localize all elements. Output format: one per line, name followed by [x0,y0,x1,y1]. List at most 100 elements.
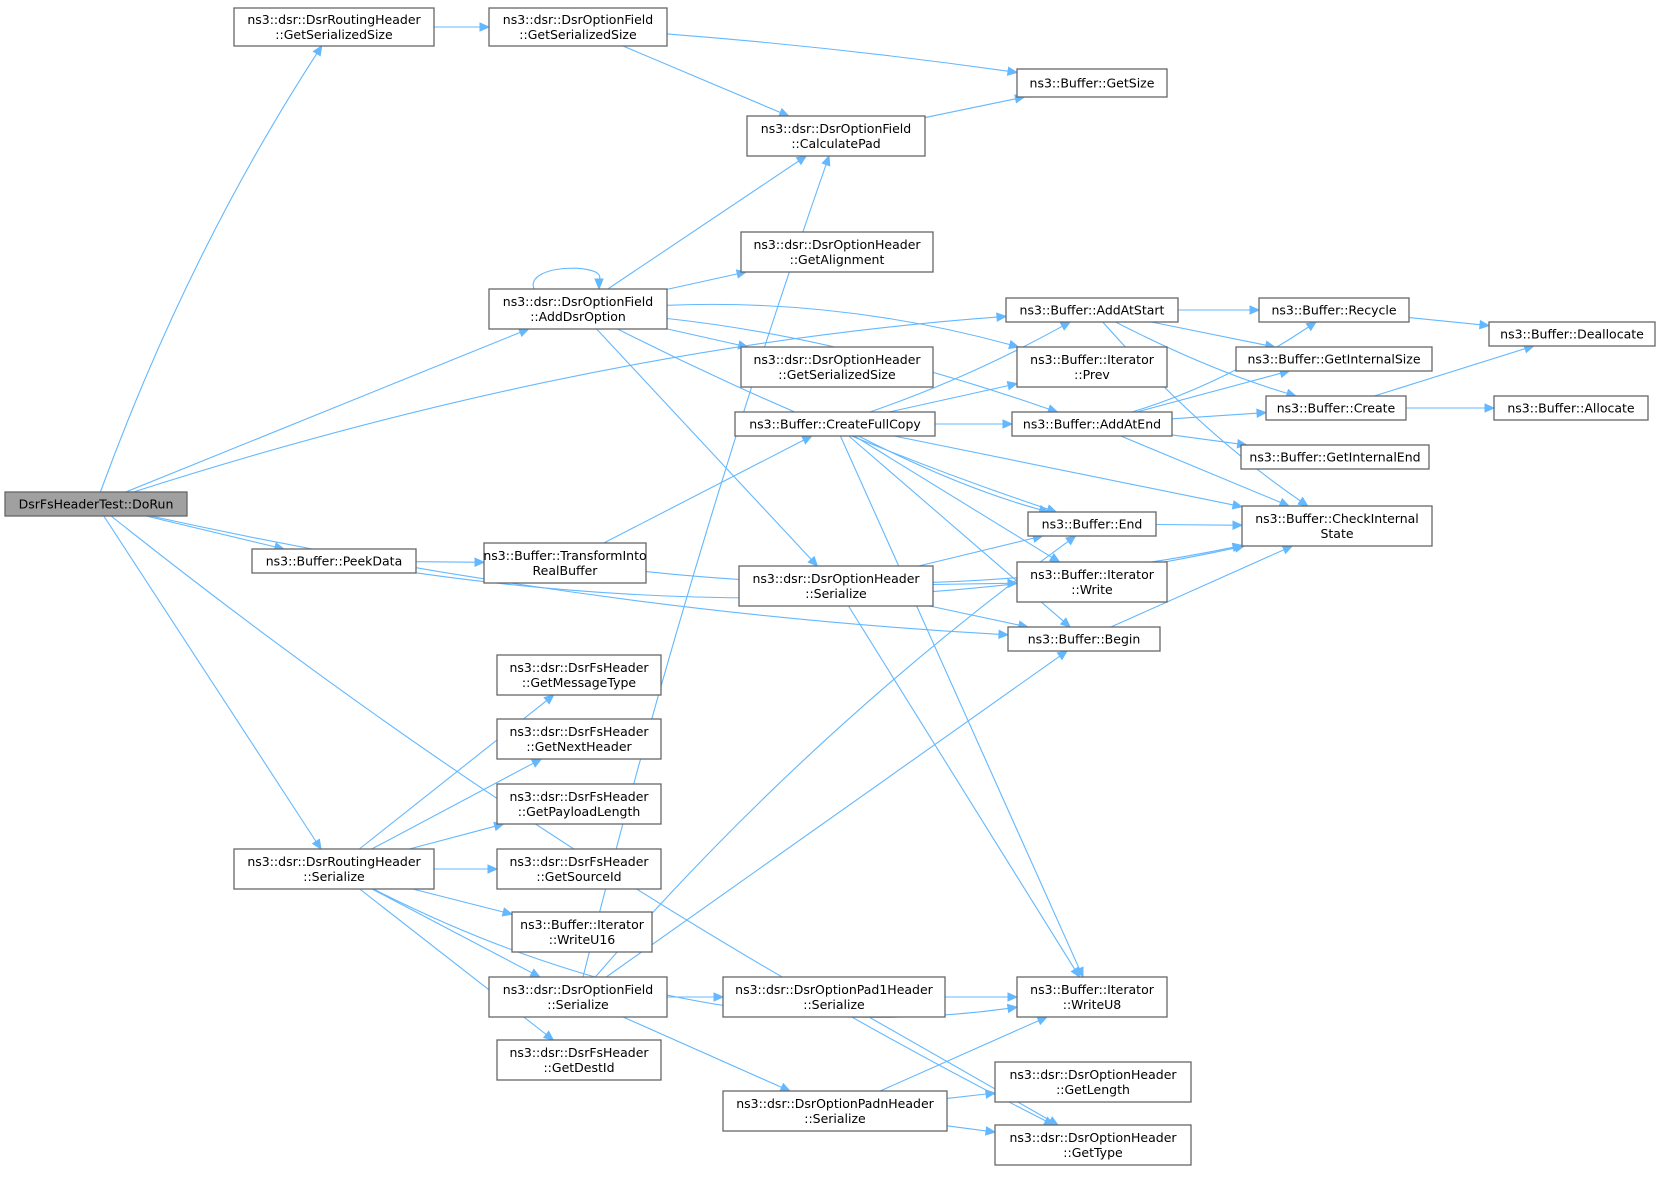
node-fs_srcid[interactable]: ns3::dsr::DsrFsHeader::GetSourceId [496,848,662,890]
node-box-buf_getintsize[interactable] [1235,346,1433,372]
node-box-oh_getser[interactable] [740,346,934,388]
node-label-oh_serialize-1: ::Serialize [805,586,867,601]
node-buf_recycle[interactable]: ns3::Buffer::Recycle [1258,297,1410,323]
node-box-of_getsize[interactable] [488,7,668,47]
node-label-buf_check-0: ns3::Buffer::CheckInternal [1255,511,1419,526]
node-buf_peek[interactable]: ns3::Buffer::PeekData [251,548,417,574]
node-box-pad1_serialize[interactable] [722,976,946,1018]
node-fs_nexthdr[interactable]: ns3::dsr::DsrFsHeader::GetNextHeader [496,718,662,760]
node-of_calcpad[interactable]: ns3::dsr::DsrOptionField::CalculatePad [746,115,926,157]
node-buf_end[interactable]: ns3::Buffer::End [1027,511,1157,537]
node-box-buf_end[interactable] [1027,511,1157,537]
node-box-of_calcpad[interactable] [746,115,926,157]
node-label-buf_dealloc-0: ns3::Buffer::Deallocate [1500,327,1644,342]
node-buf_begin[interactable]: ns3::Buffer::Begin [1007,626,1161,652]
node-box-buf_getintend[interactable] [1240,444,1430,470]
node-box-oh_getlen[interactable] [994,1061,1192,1103]
node-label-it_write-1: ::Write [1071,582,1113,597]
node-dorun[interactable]: DsrFsHeaderTest::DoRun [4,491,188,517]
node-of_getsize[interactable]: ns3::dsr::DsrOptionField::GetSerializedS… [488,7,668,47]
node-fs_msgtype[interactable]: ns3::dsr::DsrFsHeader::GetMessageType [496,654,662,696]
node-box-buf_alloc[interactable] [1493,395,1649,421]
node-rh_serialize[interactable]: ns3::dsr::DsrRoutingHeader::Serialize [233,848,435,890]
node-buf_create[interactable]: ns3::Buffer::Create [1265,395,1407,421]
node-rh_getsize[interactable]: ns3::dsr::DsrRoutingHeader::GetSerialize… [233,7,435,47]
edge-padn_serialize-to-it_writeu8 [879,1020,1039,1092]
arrowhead-buf_addend-to-buf_check [1278,497,1291,507]
node-it_prev[interactable]: ns3::Buffer::Iterator::Prev [1016,346,1168,388]
node-box-it_writeu16[interactable] [511,911,653,953]
node-box-dorun[interactable] [4,491,188,517]
node-oh_getser[interactable]: ns3::dsr::DsrOptionHeader::GetSerialized… [740,346,934,388]
edge-of_adddsr-to-of_calcpad [607,160,800,290]
node-box-of_adddsr[interactable] [488,288,668,330]
arrowhead-rh_serialize-to-it_writeu16 [501,907,514,917]
arrowhead-buf_begin-to-buf_check [1281,545,1294,555]
node-box-buf_addend[interactable] [1011,411,1173,437]
node-box-buf_addstart[interactable] [1005,297,1179,323]
node-buf_fullcopy[interactable]: ns3::Buffer::CreateFullCopy [734,411,936,437]
node-box-fs_msgtype[interactable] [496,654,662,696]
node-box-fs_destid[interactable] [496,1039,662,1081]
node-oh_gettype[interactable]: ns3::dsr::DsrOptionHeader::GetType [994,1124,1192,1166]
node-box-fs_srcid[interactable] [496,848,662,890]
node-buf_getsize[interactable]: ns3::Buffer::GetSize [1016,68,1168,98]
node-box-it_writeu8[interactable] [1016,976,1168,1018]
node-box-rh_getsize[interactable] [233,7,435,47]
node-box-fs_nexthdr[interactable] [496,718,662,760]
node-label-of_getsize-0: ns3::dsr::DsrOptionField [503,12,653,27]
edge-of_serialize-to-buf_begin [605,655,1061,978]
node-buf_getintend[interactable]: ns3::Buffer::GetInternalEnd [1240,444,1430,470]
node-buf_dealloc[interactable]: ns3::Buffer::Deallocate [1488,321,1656,347]
node-label-of_adddsr-0: ns3::dsr::DsrOptionField [503,294,653,309]
node-label-it_write-0: ns3::Buffer::Iterator [1030,567,1155,582]
node-box-oh_getalign[interactable] [740,231,934,273]
node-label-oh_getser-1: ::GetSerializedSize [778,367,896,382]
edge-rh_serialize-to-fs_nexthdr [371,762,534,850]
arrowhead-oh_serialize-to-it_writeu8 [1070,966,1081,979]
node-box-padn_serialize[interactable] [722,1090,948,1132]
node-box-buf_transform[interactable] [483,542,647,584]
node-box-buf_create[interactable] [1265,395,1407,421]
node-box-it_write[interactable] [1016,561,1168,603]
node-box-of_serialize[interactable] [488,976,668,1018]
node-pad1_serialize[interactable]: ns3::dsr::DsrOptionPad1Header::Serialize [722,976,946,1018]
node-oh_getalign[interactable]: ns3::dsr::DsrOptionHeader::GetAlignment [740,231,934,273]
node-box-oh_serialize[interactable] [738,565,934,607]
node-it_writeu8[interactable]: ns3::Buffer::Iterator::WriteU8 [1016,976,1168,1018]
node-box-it_prev[interactable] [1016,346,1168,388]
node-box-buf_recycle[interactable] [1258,297,1410,323]
node-box-buf_getsize[interactable] [1016,68,1168,98]
node-label-it_writeu8-0: ns3::Buffer::Iterator [1030,982,1155,997]
node-buf_getintsize[interactable]: ns3::Buffer::GetInternalSize [1235,346,1433,372]
node-padn_serialize[interactable]: ns3::dsr::DsrOptionPadnHeader::Serialize [722,1090,948,1132]
node-box-oh_gettype[interactable] [994,1124,1192,1166]
arrowhead-buf_fullcopy-to-buf_addend [1002,419,1014,429]
node-buf_alloc[interactable]: ns3::Buffer::Allocate [1493,395,1649,421]
node-it_write[interactable]: ns3::Buffer::Iterator::Write [1016,561,1168,603]
arrowhead-buf_fullcopy-to-buf_addstart [1059,321,1072,331]
node-box-buf_begin[interactable] [1007,626,1161,652]
node-box-buf_check[interactable] [1241,505,1433,547]
node-buf_addstart[interactable]: ns3::Buffer::AddAtStart [1005,297,1179,323]
node-oh_serialize[interactable]: ns3::dsr::DsrOptionHeader::Serialize [738,565,934,607]
node-box-rh_serialize[interactable] [233,848,435,890]
node-box-fs_payload[interactable] [496,783,662,825]
node-oh_getlen[interactable]: ns3::dsr::DsrOptionHeader::GetLength [994,1061,1192,1103]
node-it_writeu16[interactable]: ns3::Buffer::Iterator::WriteU16 [511,911,653,953]
node-of_serialize[interactable]: ns3::dsr::DsrOptionField::Serialize [488,976,668,1018]
node-buf_addend[interactable]: ns3::Buffer::AddAtEnd [1011,411,1173,437]
node-label-fs_nexthdr-1: ::GetNextHeader [526,739,632,754]
node-box-buf_peek[interactable] [251,548,417,574]
node-fs_payload[interactable]: ns3::dsr::DsrFsHeader::GetPayloadLength [496,783,662,825]
node-box-buf_fullcopy[interactable] [734,411,936,437]
node-box-buf_dealloc[interactable] [1488,321,1656,347]
arrowhead-dorun-to-rh_getsize [312,44,323,57]
node-fs_destid[interactable]: ns3::dsr::DsrFsHeader::GetDestId [496,1039,662,1081]
edge-pad1_serialize-to-oh_gettype [868,1016,1051,1121]
node-of_adddsr[interactable]: ns3::dsr::DsrOptionField::AddDsrOption [488,288,668,330]
edge-buf_transform-to-buf_fullcopy [603,439,804,544]
